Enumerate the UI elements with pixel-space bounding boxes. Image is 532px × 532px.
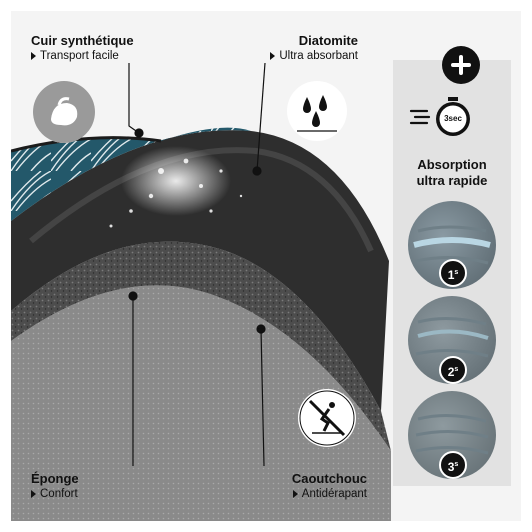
triangle-icon bbox=[270, 52, 276, 61]
label-caoutchouc-title: Caoutchouc bbox=[291, 471, 367, 486]
label-caoutchouc: Caoutchouc Antidérapant bbox=[292, 471, 367, 502]
mat-layers-illustration bbox=[11, 62, 391, 521]
label-cuir-subtitle: Transport facile bbox=[40, 50, 119, 63]
step-3-unit: s bbox=[454, 461, 459, 468]
leather-layer bbox=[11, 127, 251, 221]
label-eponge: Éponge Confort bbox=[31, 471, 79, 502]
sponge-layer bbox=[11, 241, 391, 451]
diatomite-layer bbox=[11, 130, 389, 411]
water-drops-icon bbox=[287, 81, 347, 141]
plus-icon bbox=[442, 46, 480, 84]
triangle-icon bbox=[31, 490, 36, 499]
stopwatch-text: 3sec bbox=[444, 114, 462, 123]
label-eponge-subtitle: Confort bbox=[40, 488, 78, 501]
label-cuir-title: Cuir synthétique bbox=[31, 33, 134, 48]
stopwatch-icon: 3sec bbox=[409, 95, 485, 139]
step-badge-1: 1s bbox=[439, 259, 467, 287]
product-infographic: Cuir synthétique Transport facile Diatom… bbox=[11, 11, 521, 521]
label-diatomite-title: Diatomite bbox=[298, 33, 358, 48]
step-1-number: 1 bbox=[447, 268, 455, 282]
step-badge-3: 3s bbox=[439, 451, 467, 479]
rubber-layer bbox=[11, 285, 391, 521]
bag-icon bbox=[33, 81, 95, 143]
absorption-title-line1: Absorption bbox=[417, 157, 487, 172]
label-eponge-title: Éponge bbox=[31, 471, 79, 486]
triangle-icon bbox=[31, 52, 36, 61]
anti-slip-icon bbox=[298, 389, 356, 447]
triangle-icon bbox=[292, 490, 298, 499]
step-3-number: 3 bbox=[447, 460, 455, 474]
label-diatomite-subtitle: Ultra absorbant bbox=[279, 50, 358, 63]
absorption-title: Absorption ultra rapide bbox=[393, 157, 511, 190]
step-2-unit: s bbox=[454, 366, 459, 373]
absorption-title-line2: ultra rapide bbox=[416, 173, 488, 189]
label-caoutchouc-subtitle: Antidérapant bbox=[301, 488, 367, 501]
label-cuir: Cuir synthétique Transport facile bbox=[31, 33, 134, 64]
step-1-unit: s bbox=[454, 269, 459, 276]
water-splash bbox=[121, 146, 231, 216]
label-diatomite: Diatomite Ultra absorbant bbox=[270, 33, 358, 64]
step-2-number: 2 bbox=[447, 365, 455, 379]
step-badge-2: 2s bbox=[439, 356, 467, 384]
